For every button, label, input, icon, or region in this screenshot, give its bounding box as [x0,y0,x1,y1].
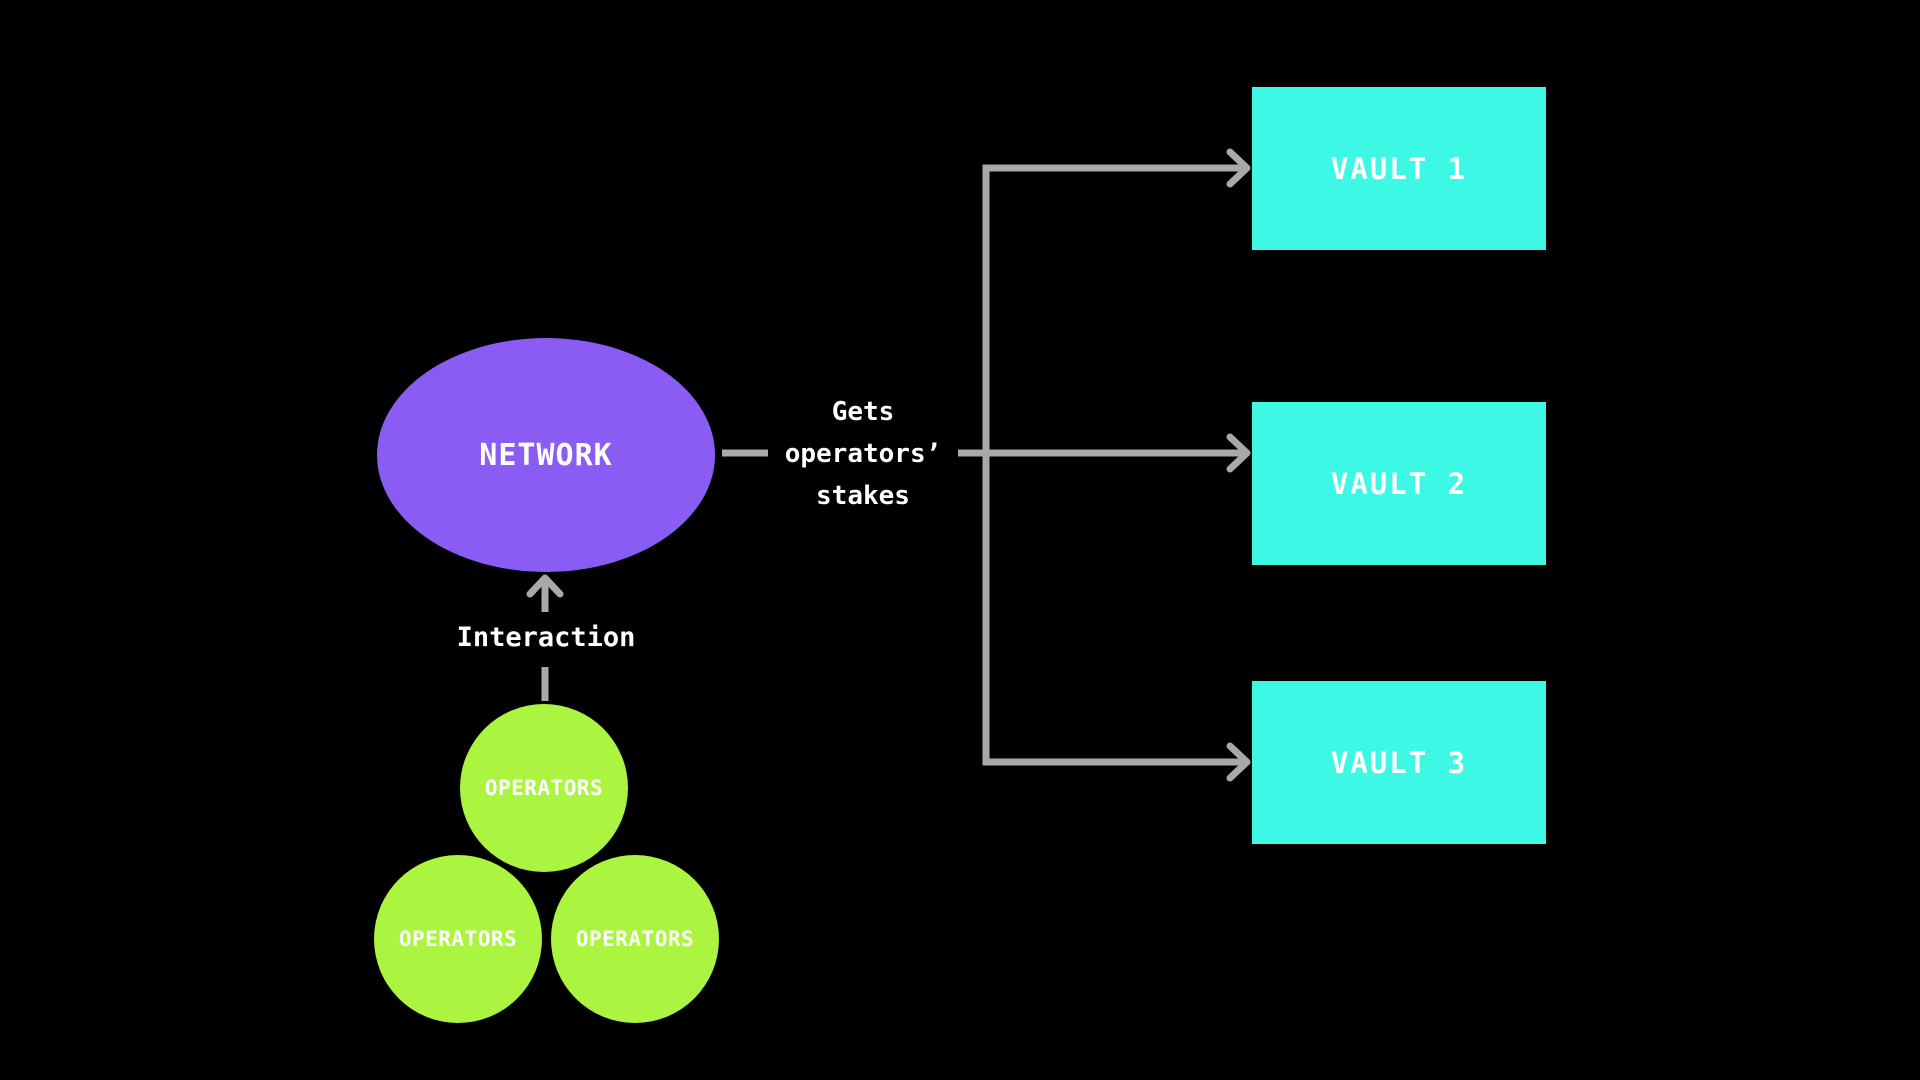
interaction-edge-label: Interaction [416,621,676,655]
stakes-edge-label-line-3: stakes [816,481,910,511]
edge-bracket-vault-1-3-line [982,164,1242,766]
vault-3-label: VAULT 3 [1330,745,1468,780]
arrowhead-vault-1 [1226,148,1251,188]
interaction-edge-label-text: Interaction [456,622,636,653]
network-node-label: NETWORK [479,437,613,473]
vault-3-node: VAULT 3 [1252,681,1546,844]
arrowhead-network-up [526,574,564,598]
operators-node-bottom-left: OPERATORS [374,855,542,1023]
stakes-edge-label-line-2: operators’ [784,439,942,469]
operators-node-bottom-right-label: OPERATORS [575,927,695,951]
vault-1-node: VAULT 1 [1252,87,1546,250]
vault-1-label: VAULT 1 [1330,151,1468,186]
stakes-edge-label: Gets operators’ stakes [753,391,973,517]
vault-2-node: VAULT 2 [1252,402,1546,565]
operators-node-bottom-left-label: OPERATORS [398,927,518,951]
arrowhead-vault-3 [1226,742,1251,782]
stakes-edge-label-line-1: Gets [831,397,895,427]
operators-node-top: OPERATORS [460,704,628,872]
arrowhead-vault-2 [1226,433,1251,473]
network-node: NETWORK [377,338,715,572]
operators-node-bottom-right: OPERATORS [551,855,719,1023]
vault-2-label: VAULT 2 [1330,466,1468,501]
operators-node-top-label: OPERATORS [484,776,604,800]
